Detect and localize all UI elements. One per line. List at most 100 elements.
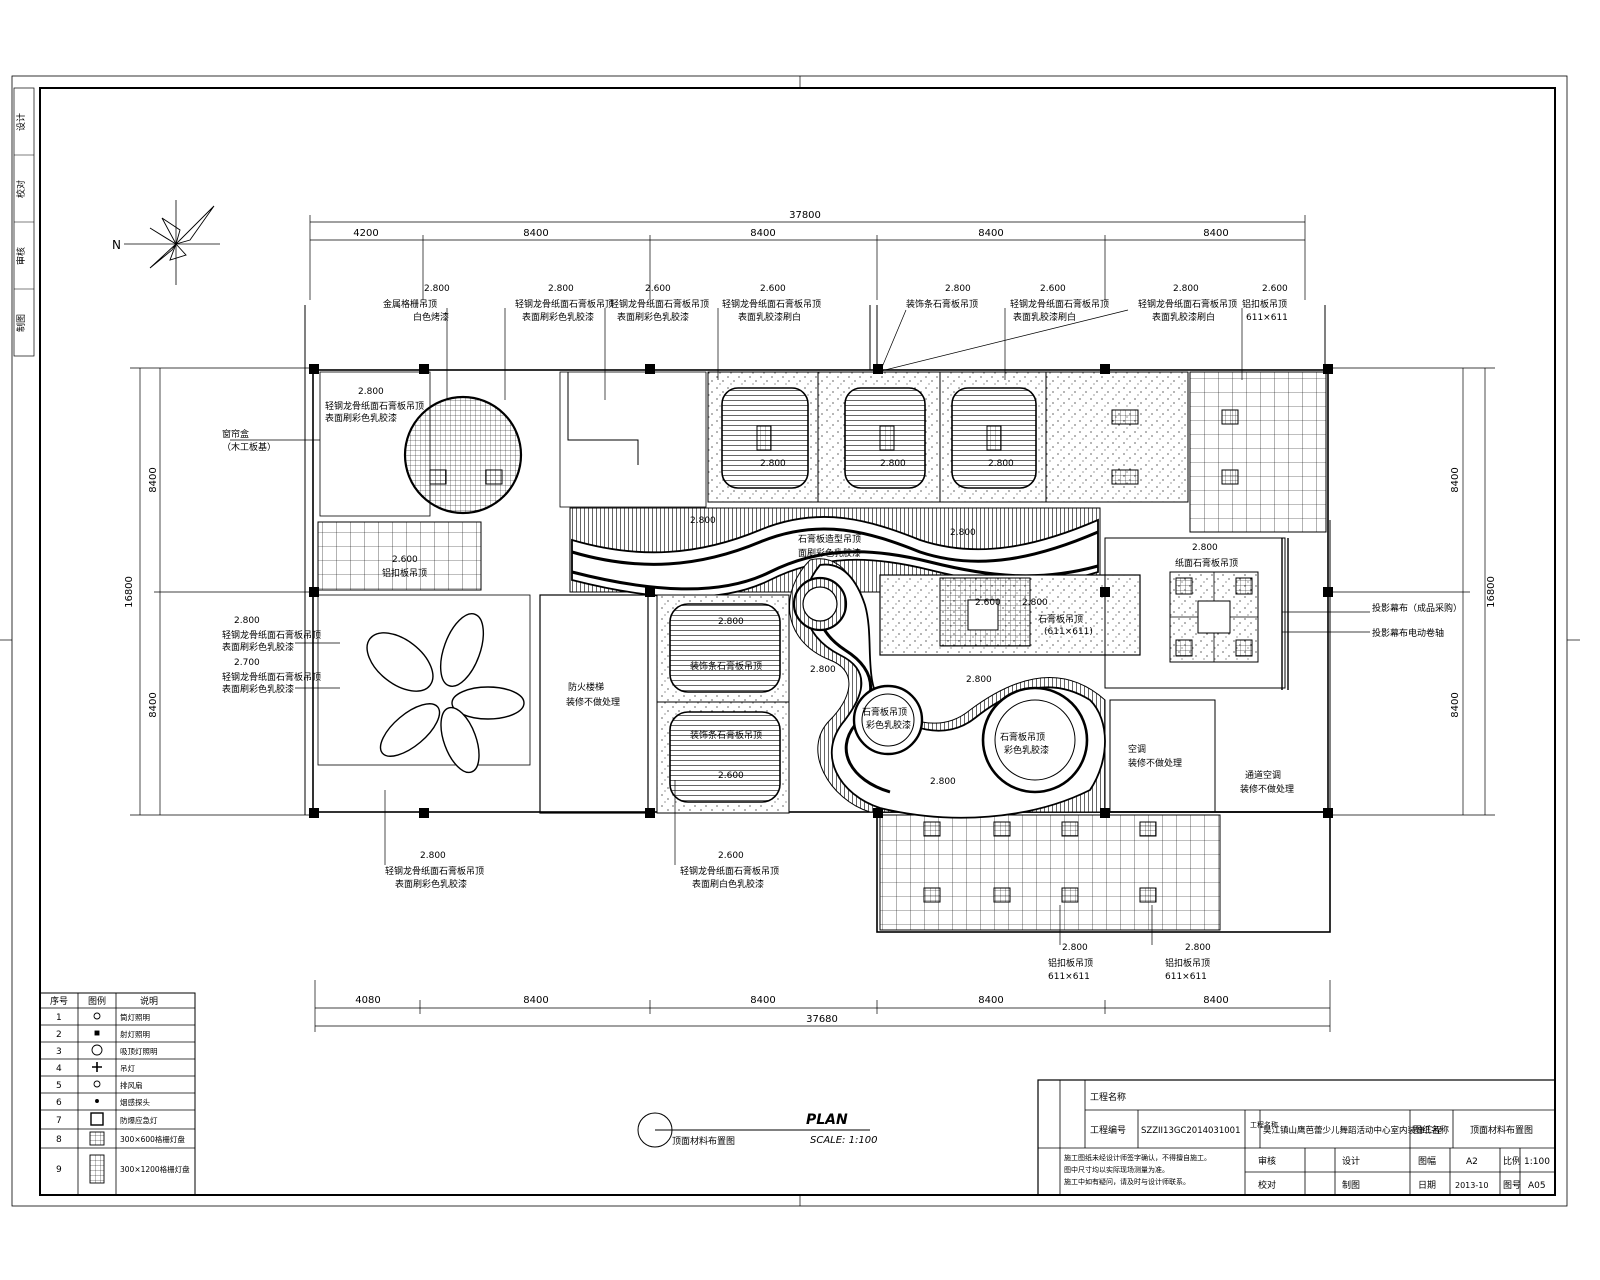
left-dim-2: 8400 xyxy=(148,692,159,717)
legend-h-symbol: 图例 xyxy=(88,995,106,1007)
tb-title: 顶面材料布置图 xyxy=(1470,1124,1533,1136)
label-stair-note: 装修不做处理 xyxy=(566,696,620,708)
right-dimensions xyxy=(1325,367,1495,816)
label-gyp-small: 石膏板吊顶 xyxy=(1038,613,1083,625)
bottom-callout-2-l2: 表面刷白色乳胶漆 xyxy=(692,878,764,890)
top-callout-1-h: 2.800 xyxy=(424,284,450,294)
legend-row-desc: 防爆应急灯 xyxy=(120,1115,158,1125)
top-callout-7-h: 2.800 xyxy=(1173,284,1199,294)
legend-row-desc: 烟感探头 xyxy=(120,1097,150,1107)
top-callout-6-h: 2.600 xyxy=(1040,284,1066,294)
tb-date: 2013-10 xyxy=(1455,1181,1488,1190)
legend-row-desc: 射灯照明 xyxy=(120,1029,150,1039)
elev-9: 2.800 xyxy=(966,675,992,685)
label-deco-2: 装饰条石膏板吊顶 xyxy=(690,729,762,741)
top-dim-2: 8400 xyxy=(523,228,548,239)
top-callout-8-h: 2.600 xyxy=(1262,284,1288,294)
left-dim-1: 8400 xyxy=(148,467,159,492)
elev-11: 2.600 xyxy=(718,771,744,781)
circle-ceiling-2 xyxy=(981,686,1089,794)
legend-row-desc: 300×600格栅灯盘 xyxy=(120,1134,185,1144)
legend-row-no: 4 xyxy=(56,1064,62,1074)
left-callout-1-h: 2.800 xyxy=(358,387,384,397)
label-aluminium: 铝扣板吊顶 xyxy=(382,567,427,579)
tb-project-label: 工程名称 xyxy=(1090,1091,1126,1103)
tb-design-label: 设计 xyxy=(1342,1155,1360,1167)
circle-ceiling-1 xyxy=(852,684,924,756)
tb-title-label: 图纸名称 xyxy=(1413,1124,1449,1136)
tb-format-label: 图幅 xyxy=(1418,1155,1436,1167)
elev-8: 2.800 xyxy=(810,665,836,675)
side-strip-4: 制图 xyxy=(15,314,27,332)
tb-check-label: 校对 xyxy=(1258,1179,1276,1191)
elev-12: 2.800 xyxy=(1192,543,1218,553)
top-callout-7-l2: 表面乳胶漆刷白 xyxy=(1152,311,1215,323)
elev-13: 2.800 xyxy=(1022,598,1048,608)
legend-row-no: 9 xyxy=(56,1165,62,1175)
bottom-dimensions xyxy=(314,980,1331,1032)
elev-1: 2.800 xyxy=(760,459,786,469)
legend-row-no: 8 xyxy=(56,1135,62,1145)
room-labels: 防火楼梯 装修不做处理 通道空调 装修不做处理 空调 装修不做处理 石膏板造型吊… xyxy=(382,533,1294,795)
bottom-dim-5: 8400 xyxy=(1203,995,1228,1006)
label-circle-1: 石膏板吊顶 xyxy=(862,706,907,718)
right-callout-2: 投影幕布电动卷轴 xyxy=(1372,627,1444,639)
top-callout-1-l2: 白色烤漆 xyxy=(413,311,449,323)
bottom-callout-1-h: 2.800 xyxy=(420,851,446,861)
label-stair: 防火楼梯 xyxy=(568,681,604,693)
elev-2: 2.800 xyxy=(880,459,906,469)
tb-draw-label: 制图 xyxy=(1342,1179,1360,1191)
elevation-marks: 2.800 2.800 2.800 2.800 2.800 2.600 2.80… xyxy=(392,459,1218,787)
right-dim-2: 8400 xyxy=(1450,692,1461,717)
label-corridor: 通道空调 xyxy=(1245,769,1281,781)
plan-caption: 顶面材料布置图 PLAN SCALE: 1:100 xyxy=(637,1112,877,1148)
aluminium-ceiling-left xyxy=(317,521,482,591)
left-callouts: 2.800 轻钢龙骨纸面石膏板吊顶 表面刷彩色乳胶漆 窗帘盒 （木工板基） 2.… xyxy=(222,387,424,695)
label-none-note: 装修不做处理 xyxy=(1128,757,1182,769)
left-callout-4-h: 2.700 xyxy=(234,658,260,668)
bottom-callout-3-l2: 611×611 xyxy=(1048,972,1090,982)
label-none: 空调 xyxy=(1128,743,1146,755)
top-dim-3: 8400 xyxy=(750,228,775,239)
leader-lines xyxy=(230,308,1370,945)
legend-row-no: 1 xyxy=(56,1013,62,1023)
top-callout-7-l1: 轻钢龙骨纸面石膏板吊顶 xyxy=(1138,298,1237,310)
bottom-dim-3: 8400 xyxy=(750,995,775,1006)
bottom-callout-2-l1: 轻钢龙骨纸面石膏板吊顶 xyxy=(680,865,779,877)
legend-h-desc: 说明 xyxy=(140,995,158,1007)
plan-scale: SCALE: 1:100 xyxy=(810,1135,877,1146)
top-callout-2-l1: 轻钢龙骨纸面石膏板吊顶 xyxy=(515,298,614,310)
legend-symbols xyxy=(89,1012,105,1184)
top-dim-1: 4200 xyxy=(353,228,378,239)
emergency-light-icon xyxy=(90,1112,104,1126)
spotlight-icon xyxy=(94,1030,100,1036)
label-circle-2b: 彩色乳胶漆 xyxy=(1004,744,1049,756)
left-callout-4-l1: 轻钢龙骨纸面石膏板吊顶 xyxy=(222,671,321,683)
legend-row-no: 3 xyxy=(56,1047,62,1057)
legend-row-desc: 吊灯 xyxy=(120,1063,135,1073)
top-callout-4-h: 2.600 xyxy=(760,284,786,294)
left-callout-4-l2: 表面刷彩色乳胶漆 xyxy=(222,683,294,695)
top-dim-5: 8400 xyxy=(1203,228,1228,239)
elev-7: 2.800 xyxy=(718,617,744,627)
top-callout-5-h: 2.800 xyxy=(945,284,971,294)
top-callout-4-l2: 表面乳胶漆刷白 xyxy=(738,311,801,323)
north-label: N xyxy=(112,238,121,252)
label-circle-2: 石膏板吊顶 xyxy=(1000,731,1045,743)
left-total-dim: 16800 xyxy=(124,576,135,608)
top-callout-6-l1: 轻钢龙骨纸面石膏板吊顶 xyxy=(1010,298,1109,310)
side-strip: 设计 校对 审核 制图 xyxy=(13,87,35,357)
side-strip-3: 审核 xyxy=(15,247,27,265)
grille-1200-icon xyxy=(89,1154,105,1184)
left-callout-1-l1: 轻钢龙骨纸面石膏板吊顶 xyxy=(325,400,424,412)
label-deco-1: 装饰条石膏板吊顶 xyxy=(690,660,762,672)
bottom-dim-1: 4080 xyxy=(355,995,380,1006)
plan-caption-text: 顶面材料布置图 xyxy=(672,1135,735,1147)
drawing-frame xyxy=(39,87,1556,1196)
tb-project-name: 昊江镇山鹰芭蕾少儿舞蹈活动中心室内装饰工程 xyxy=(1263,1125,1442,1136)
bottom-callout-3-h: 2.800 xyxy=(1062,943,1088,953)
bottom-callout-2-h: 2.600 xyxy=(718,851,744,861)
flower-ceiling xyxy=(366,613,525,774)
top-callout-3-l1: 轻钢龙骨纸面石膏板吊顶 xyxy=(610,298,709,310)
